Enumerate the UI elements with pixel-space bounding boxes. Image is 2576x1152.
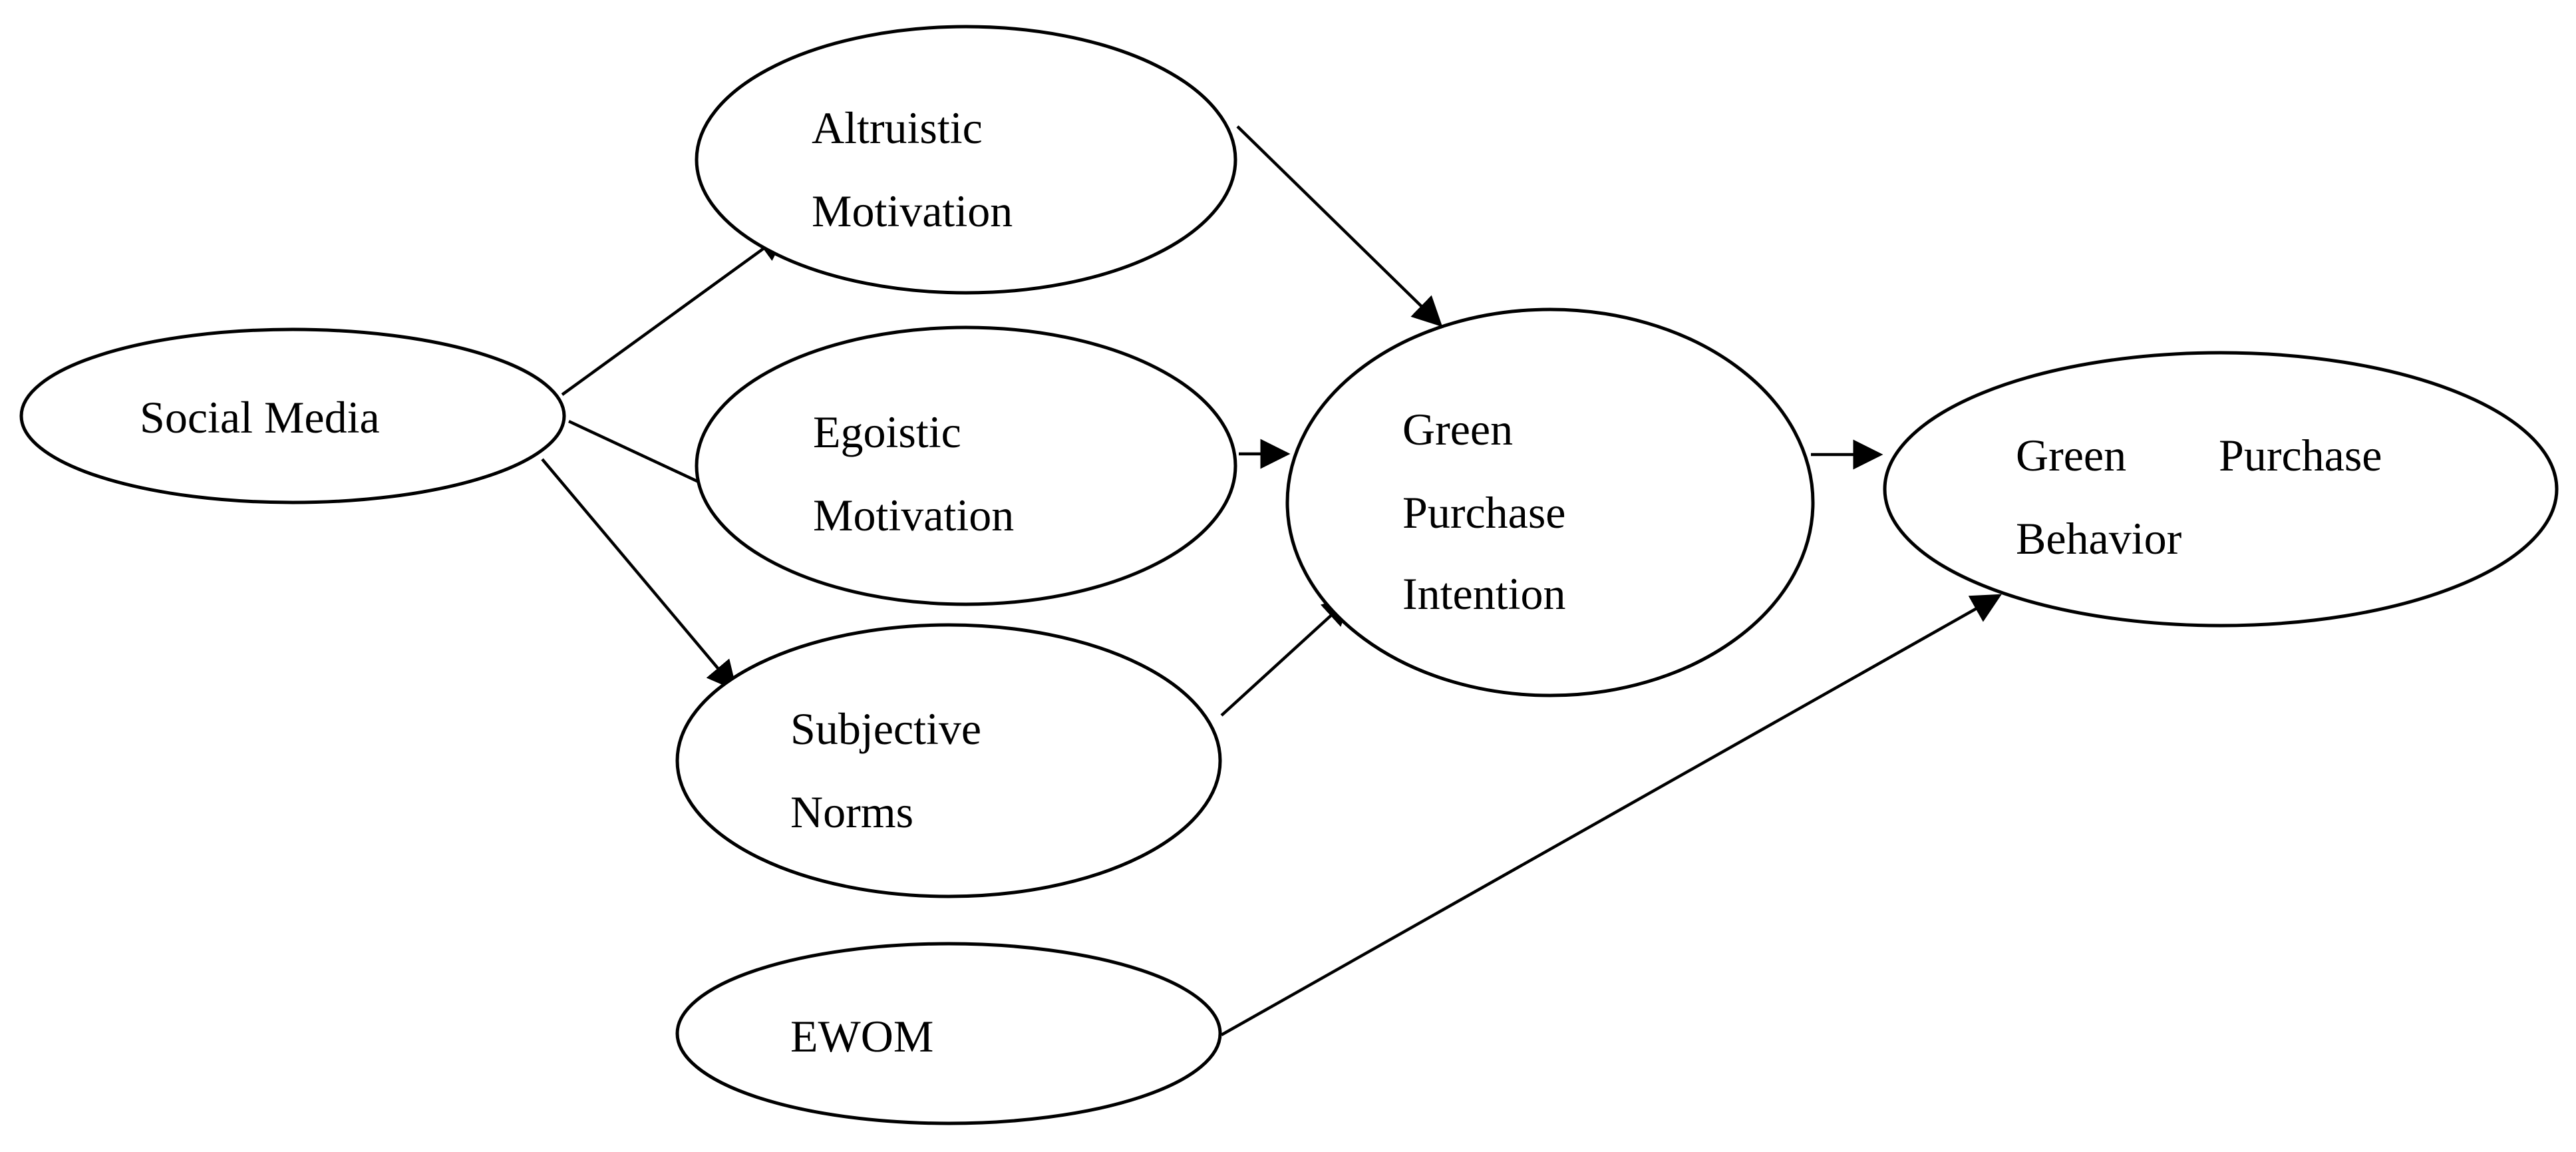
green-purchase-behavior-label-line-1a: Green	[2016, 430, 2126, 480]
altruistic-motivation-label-line-2: Motivation	[812, 186, 1013, 236]
green-purchase-behavior-label-line-2: Behavior	[2016, 513, 2182, 564]
edge-subjective-norms-to-green-purchase-intention	[1220, 595, 1353, 717]
node-ewom: EWOM	[675, 942, 1222, 1125]
edge-ewom-to-green-purchase-behavior	[1220, 594, 2002, 1036]
altruistic-motivation-label-line-1: Altruistic	[812, 102, 983, 153]
edges-group	[541, 125, 2002, 1036]
node-social-media: Social Media	[19, 327, 566, 504]
social-media-label: Social Media	[140, 392, 380, 443]
green-purchase-intention-ellipse	[1285, 307, 1815, 697]
subjective-norms-label-line-2: Norms	[790, 787, 913, 837]
node-egoistic-motivation: Egoistic Motivation	[695, 325, 1237, 606]
ewom-label: EWOM	[790, 1011, 933, 1061]
node-green-purchase-intention: Green Purchase Intention	[1285, 307, 1815, 697]
edge-social-media-to-subjective-norms	[541, 458, 737, 691]
green-purchase-intention-label-line-1: Green	[1402, 404, 1513, 455]
green-purchase-intention-label-line-2: Purchase	[1402, 487, 1565, 538]
egoistic-motivation-label-line-1: Egoistic	[813, 407, 961, 457]
green-purchase-behavior-label-line-1b: Purchase	[2219, 430, 2382, 480]
altruistic-motivation-ellipse	[695, 25, 1237, 295]
node-subjective-norms: Subjective Norms	[675, 623, 1222, 898]
egoistic-motivation-ellipse	[695, 325, 1237, 606]
subjective-norms-label-line-1: Subjective	[790, 703, 981, 754]
green-purchase-behavior-ellipse	[1883, 351, 2559, 628]
social-media-ellipse	[19, 327, 566, 504]
ewom-ellipse	[675, 942, 1222, 1125]
subjective-norms-ellipse	[675, 623, 1222, 898]
egoistic-motivation-label-line-2: Motivation	[813, 490, 1014, 540]
edge-social-media-to-altruistic-motivation	[561, 231, 788, 396]
node-altruistic-motivation: Altruistic Motivation	[695, 25, 1237, 295]
edge-altruistic-motivation-to-green-purchase-intention	[1236, 125, 1443, 327]
green-purchase-intention-label-line-3: Intention	[1402, 568, 1566, 619]
node-green-purchase-behavior: Green Purchase Behavior	[1883, 351, 2559, 628]
